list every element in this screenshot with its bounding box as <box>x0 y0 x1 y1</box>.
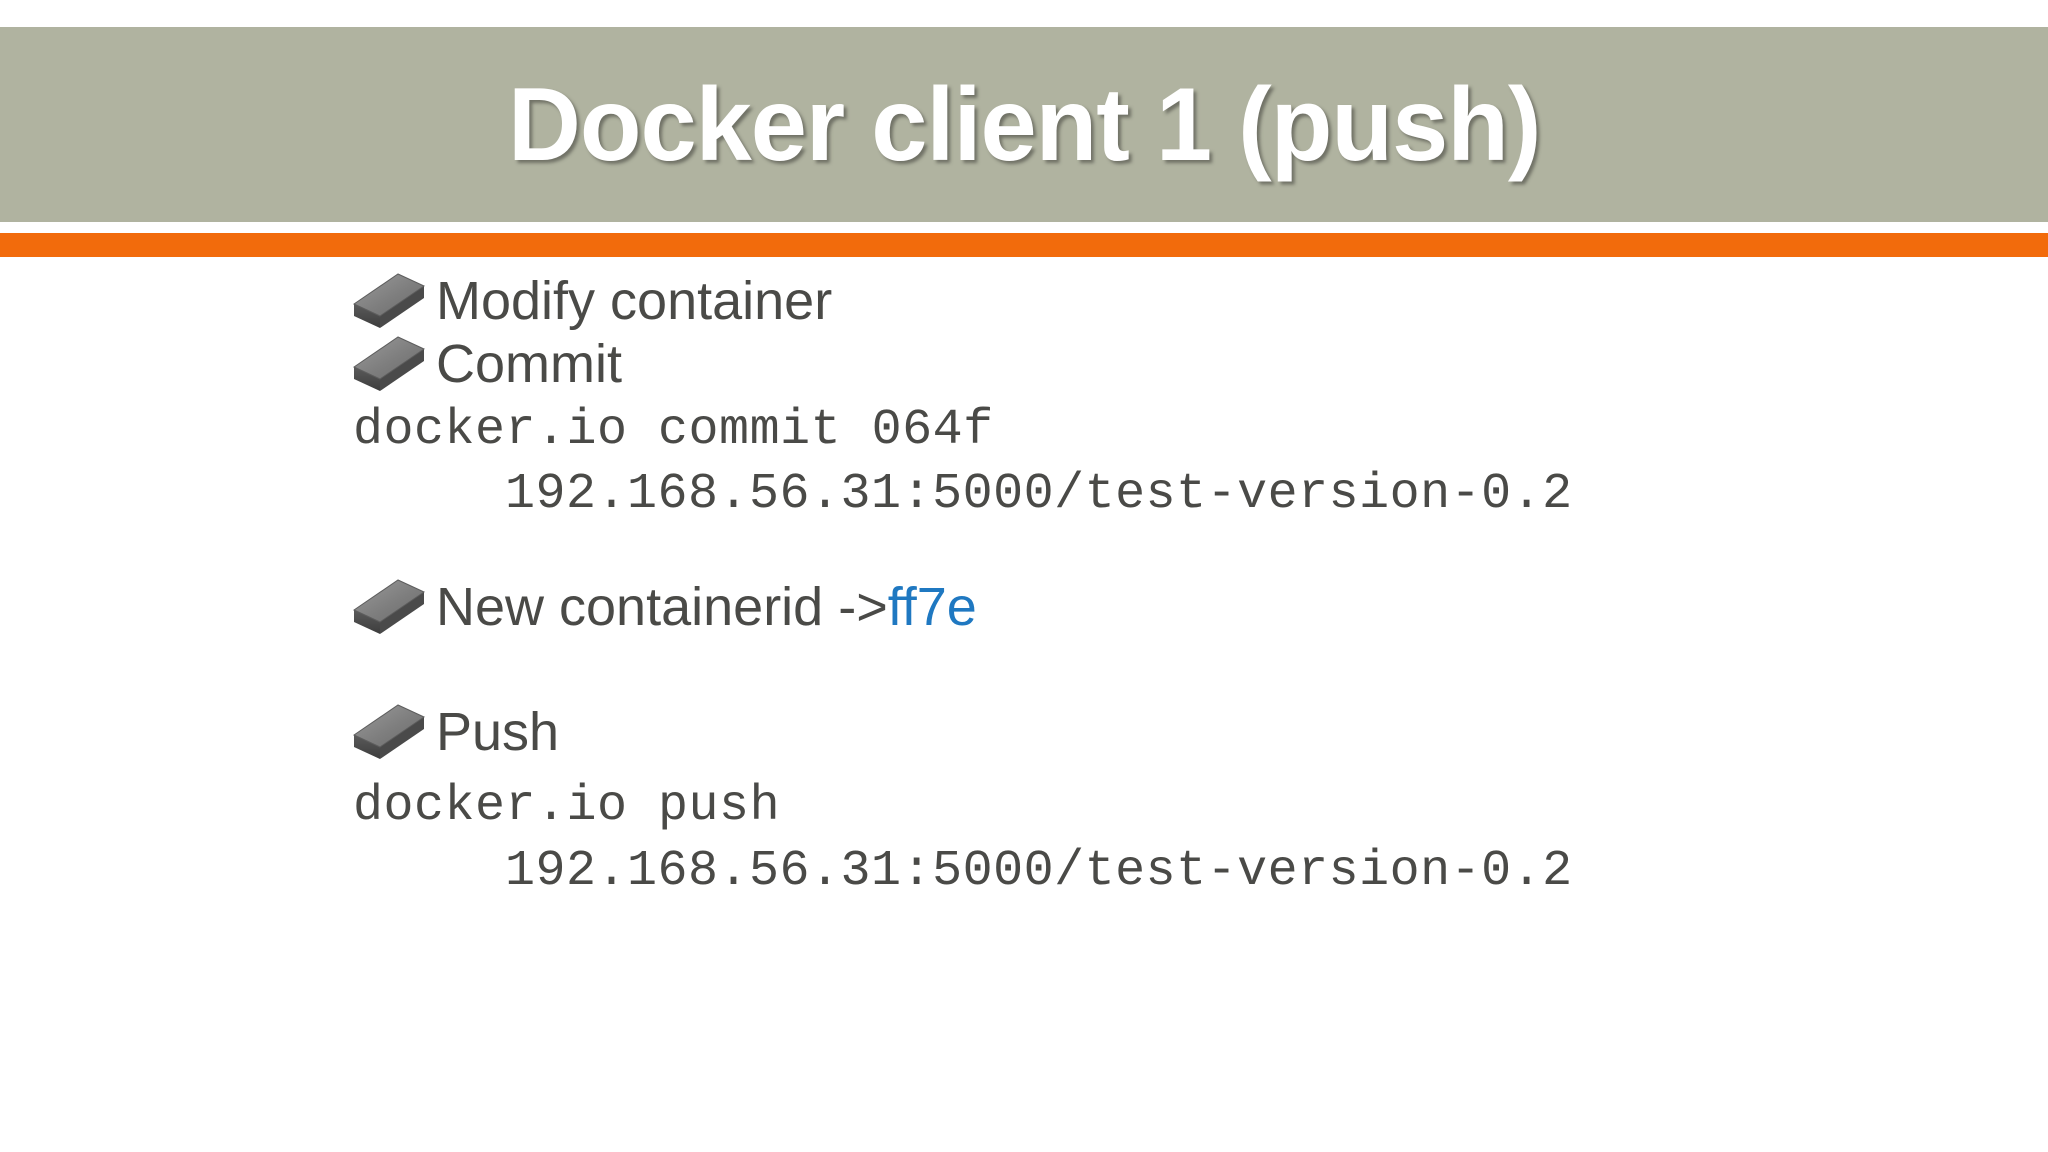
brick-bullet-icon <box>352 701 426 763</box>
accent-divider <box>0 233 2048 257</box>
list-item-label: New containerid -> <box>436 577 888 637</box>
list-item: New containerid -> ff7e <box>352 570 977 644</box>
code-line: docker.io push <box>353 778 781 835</box>
title-banner: Docker client 1 (push) <box>0 27 2048 222</box>
container-id-value: ff7e <box>887 577 977 637</box>
code-line-indented: 192.168.56.31:5000/test-version-0.2 <box>505 466 1573 523</box>
code-line-indented: 192.168.56.31:5000/test-version-0.2 <box>505 843 1573 900</box>
brick-bullet-icon <box>352 270 426 332</box>
list-item-label: Push <box>436 702 560 762</box>
brick-bullet-icon <box>352 576 426 638</box>
page-title: Docker client 1 (push) <box>507 66 1542 183</box>
list-item: Modify container <box>352 264 832 338</box>
brick-bullet-icon <box>352 333 426 395</box>
list-item-label: Commit <box>436 334 622 394</box>
slide-body: Modify container Commit docker.io commit… <box>0 270 2048 1130</box>
list-item-label: Modify container <box>436 271 833 331</box>
list-item: Push <box>352 695 559 769</box>
list-item: Commit <box>352 327 622 401</box>
code-line: docker.io commit 064f <box>353 402 994 459</box>
